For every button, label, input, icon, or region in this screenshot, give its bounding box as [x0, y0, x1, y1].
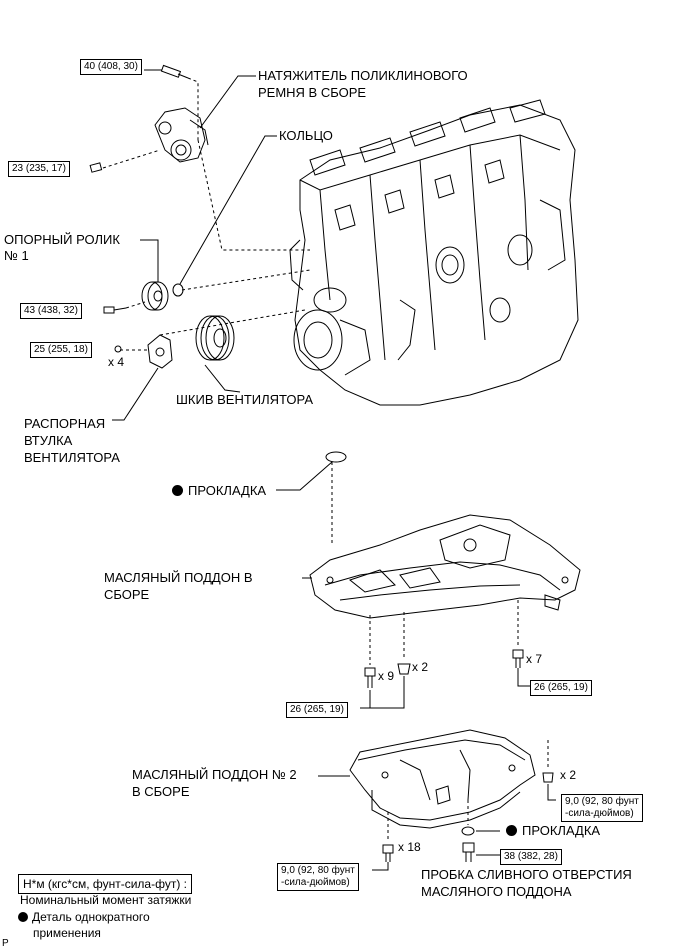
torque-drain-plug: 38 (382, 28): [500, 849, 562, 865]
fan-pulley: [195, 315, 235, 361]
qty-oil-pan2-x18: x 18: [398, 840, 421, 854]
label-fan-spacer-line3: ВЕНТИЛЯТОРА: [24, 450, 120, 465]
legend-torque-desc: Номинальный момент затяжки: [20, 893, 192, 907]
engine-block: [289, 99, 579, 406]
torque-fan-spacer: 25 (255, 18): [30, 342, 92, 358]
non-reusable-icon: [506, 825, 517, 836]
label-gasket-bottom-text: ПРОКЛАДКА: [522, 823, 601, 838]
torque-oil-pan2-right: 9,0 (92, 80 фунт -сила-дюймов): [561, 794, 643, 822]
label-oil-pan2-line2: В СБОРЕ: [132, 784, 190, 799]
corner-mark: P: [2, 938, 9, 949]
bolt-x7: [512, 649, 524, 668]
legend-nonreusable: Деталь однократного: [18, 910, 150, 925]
label-ring: КОЛЬЦО: [279, 128, 333, 143]
label-drain-plug-line2: МАСЛЯНОГО ПОДДОНА: [421, 884, 572, 899]
torque-oil-pan2-left-line1: 9,0 (92, 80 фунт: [281, 865, 355, 876]
qty-oil-pan-x2: x 2: [412, 660, 429, 674]
label-oil-pan-line1: МАСЛЯНЫЙ ПОДДОН В: [104, 570, 253, 585]
oil-pan-assembly: [309, 514, 581, 619]
bolt-x9: [364, 667, 376, 688]
label-oil-pan2-line1: МАСЛЯНЫЙ ПОДДОН № 2: [132, 767, 297, 782]
torque-tensioner-nut: 23 (235, 17): [8, 161, 70, 177]
label-gasket-bottom: ПРОКЛАДКА: [506, 823, 600, 839]
label-drain-plug-line1: ПРОБКА СЛИВНОГО ОТВЕРСТИЯ: [421, 867, 632, 882]
bolt-x2-lower: [542, 772, 554, 783]
torque-tensioner-bolt: 40 (408, 30): [80, 59, 142, 75]
torque-oil-pan-right: 26 (265, 19): [530, 680, 592, 696]
torque-oil-pan2-right-line1: 9,0 (92, 80 фунт: [565, 796, 639, 807]
idler-pulley: [141, 281, 169, 311]
torque-oil-pan2-right-line2: -сила-дюймов): [565, 808, 634, 819]
qty-oil-pan-x7: x 7: [526, 652, 543, 666]
ring-part: [172, 283, 184, 297]
label-gasket-top: ПРОКЛАДКА: [172, 483, 266, 499]
bolt-x18: [382, 844, 394, 862]
legend-nonreusable-line1: Деталь однократного: [32, 910, 150, 924]
bolt-x2-upper: [397, 663, 411, 675]
gasket-bottom-part: [461, 826, 475, 836]
oil-pan-no2-assembly: [349, 729, 536, 829]
torque-oil-pan2-left-line2: -сила-дюймов): [281, 877, 350, 888]
gasket-top-part: [325, 451, 347, 463]
label-idler-line2: № 1: [4, 248, 29, 263]
belt-tensioner-assembly: [154, 64, 209, 163]
qty-fan-spacer: x 4: [108, 355, 125, 369]
non-reusable-icon: [18, 912, 28, 922]
label-gasket-top-text: ПРОКЛАДКА: [188, 483, 267, 498]
drain-plug-part: [462, 842, 475, 862]
torque-oil-pan2-left: 9,0 (92, 80 фунт -сила-дюймов): [277, 863, 359, 891]
qty-oil-pan-x9: x 9: [378, 669, 395, 683]
torque-oil-pan-left: 26 (265, 19): [286, 702, 348, 718]
torque-idler-bolt: 43 (438, 32): [20, 303, 82, 319]
label-fan-spacer-line2: ВТУЛКА: [24, 433, 73, 448]
label-fan-pulley: ШКИВ ВЕНТИЛЯТОРА: [176, 392, 313, 407]
label-fan-spacer-line1: РАСПОРНАЯ: [24, 416, 106, 431]
legend-nonreusable-line2: применения: [33, 926, 101, 940]
label-tensioner-line1: НАТЯЖИТЕЛЬ ПОЛИКЛИНОВОГО: [258, 68, 468, 83]
fan-spacer: [147, 334, 173, 369]
legend-torque-units: Н*м (кгс*см, фунт-сила-фут) :: [18, 874, 192, 894]
label-tensioner-line2: РЕМНЯ В СБОРЕ: [258, 85, 367, 100]
label-oil-pan-line2: СБОРЕ: [104, 587, 150, 602]
label-idler-line1: ОПОРНЫЙ РОЛИК: [4, 232, 120, 247]
non-reusable-icon: [172, 485, 183, 496]
qty-oil-pan2-x2: x 2: [560, 768, 577, 782]
